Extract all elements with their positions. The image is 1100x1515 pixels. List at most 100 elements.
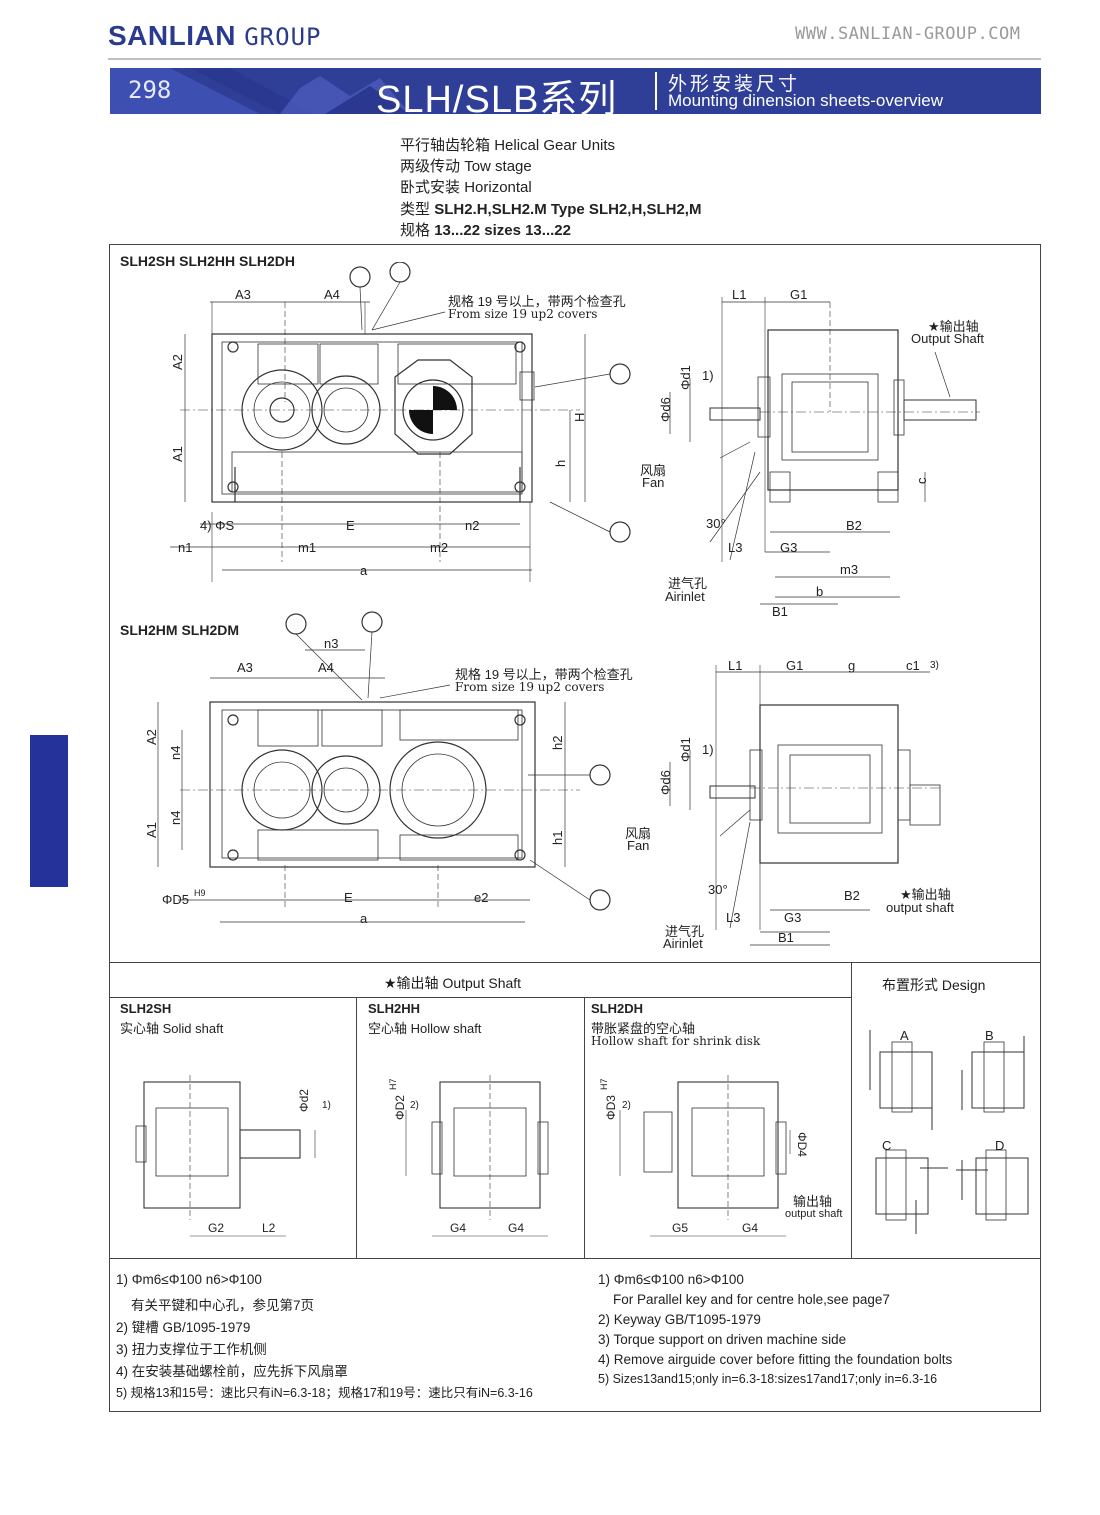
- dim-label: ΦD2: [393, 1095, 407, 1120]
- dim-label: Φd1: [678, 737, 693, 762]
- note-zh-1b: 有关平键和中心孔，参见第7页: [116, 1298, 315, 1313]
- airinlet-label-zh: 进气孔: [665, 924, 705, 939]
- airinlet-label-en: Airinlet: [663, 936, 703, 951]
- dim-label: L3: [728, 540, 742, 555]
- panel-desc-en: Hollow shaft for shrink disk: [591, 1034, 761, 1048]
- note-en-3: 3) Torque support on driven machine side: [598, 1332, 847, 1347]
- dim-label: A1: [144, 822, 159, 838]
- angle-label: 30°: [708, 882, 728, 897]
- dim-label: L3: [726, 910, 740, 925]
- footnote-ref: 3): [930, 660, 939, 671]
- brand-logo: SANLIAN GROUP: [108, 20, 321, 52]
- note-zh-3: 3) 扭力支撑位于工作机侧: [116, 1342, 267, 1357]
- section1-title: SLH2SH SLH2HH SLH2DH: [120, 253, 296, 269]
- section1-drawing: A3 A4 A2 A1 H h 4) ΦS E n2 n1 m1 m2 a L1…: [170, 262, 980, 617]
- section2-drawing: n3 A3 A4 A2 A1 n4 n4 h2 h1 ΦD5 H9 E e2 a…: [144, 611, 941, 946]
- dim-label: h2: [550, 736, 565, 750]
- output-shaft-note-en: output shaft: [785, 1208, 843, 1220]
- panel-code: SLH2DH: [591, 1001, 644, 1016]
- dim-label: 4) ΦS: [200, 518, 235, 533]
- dim-label: A1: [170, 446, 185, 462]
- dim-label: n1: [178, 540, 192, 555]
- dim-label: G4: [508, 1221, 524, 1235]
- dim-label: ΦD3: [604, 1095, 618, 1120]
- note-en-5: 5) Sizes13and15;only in=6.3-18:sizes17an…: [598, 1372, 938, 1386]
- dim-label: n2: [465, 518, 479, 533]
- table-top-rule: [109, 962, 1040, 963]
- dim-label: G2: [208, 1221, 224, 1235]
- dim-label: L1: [728, 658, 742, 673]
- design-label-d: D: [995, 1138, 1004, 1153]
- title-banner: [110, 68, 1041, 114]
- drawing-frame: [109, 244, 1041, 1412]
- airinlet-label-zh: 进气孔: [668, 576, 708, 591]
- dim-label: G3: [780, 540, 797, 555]
- spec-line: 卧式安装 Horizontal: [400, 179, 532, 196]
- dim-label: A2: [144, 729, 159, 745]
- design-arrangements: A B C D: [869, 1028, 1029, 1234]
- note-zh-5: 5) 规格13和15号：速比只有iN=6.3-18；规格17和19号：速比只有i…: [116, 1386, 533, 1400]
- header-rule: [108, 58, 1041, 60]
- output-shaft-label-zh: ★输出轴: [900, 887, 951, 902]
- dim-label: c: [914, 477, 929, 484]
- dim-label: B2: [844, 888, 860, 903]
- table-header-rule: [109, 997, 851, 998]
- table-bottom-rule: [109, 1258, 1040, 1259]
- output-shaft-note-zh: 输出轴: [793, 1194, 833, 1209]
- dim-label: b: [816, 584, 823, 599]
- fan-label-en: Fan: [627, 838, 650, 853]
- panel-desc: 空心轴 Hollow shaft: [368, 1021, 482, 1036]
- side-tab: [30, 735, 68, 887]
- dim-label: E: [346, 518, 355, 533]
- tolerance-label: H7: [388, 1078, 398, 1090]
- table-col-divider: [584, 997, 585, 1259]
- table-col-divider: [356, 997, 357, 1259]
- output-shaft-heading: ★输出轴 Output Shaft: [384, 975, 522, 991]
- panel-desc: 带胀紧盘的空心轴: [591, 1021, 696, 1036]
- dim-label: G5: [672, 1221, 688, 1235]
- inspection-note-zh: 规格 19 号以上，带两个检查孔: [448, 294, 626, 309]
- dim-label: Φd6: [658, 770, 673, 795]
- dim-label: G4: [742, 1221, 758, 1235]
- design-heading: 布置形式 Design: [882, 977, 986, 993]
- output-shaft-label-en: output shaft: [886, 900, 954, 915]
- footnote-ref: 2): [622, 1100, 631, 1111]
- note-zh-1: 1) Φm6≤Φ100 n6>Φ100: [116, 1272, 262, 1287]
- dim-label: G4: [450, 1221, 466, 1235]
- dim-label: Φd6: [658, 397, 673, 422]
- page-number: 298: [128, 76, 172, 104]
- dim-label: ΦD4: [795, 1132, 809, 1157]
- dim-label: n3: [324, 636, 338, 651]
- dim-label: G1: [786, 658, 803, 673]
- series-title: SLH/SLB系列: [376, 79, 618, 121]
- dim-label: H: [572, 413, 587, 422]
- panel-code: SLH2HH: [368, 1001, 421, 1016]
- dim-label: h1: [550, 831, 565, 845]
- dim-label: c1: [906, 658, 920, 673]
- dim-label: a: [360, 563, 368, 578]
- output-shaft-label-zh: ★输出轴: [928, 319, 979, 334]
- dim-label: h: [553, 460, 568, 467]
- dim-label: ΦD5: [162, 892, 189, 907]
- website-url: WWW.SANLIAN-GROUP.COM: [795, 24, 1021, 44]
- spec-line: 两级传动 Tow stage: [400, 158, 532, 175]
- dim-label: A3: [237, 660, 253, 675]
- dim-label: A2: [170, 354, 185, 370]
- note-zh-2: 2) 键槽 GB/1095-1979: [116, 1320, 251, 1335]
- design-label-c: C: [882, 1138, 891, 1153]
- footnote-ref: 1): [702, 742, 714, 757]
- note-en-2: 2) Keyway GB/T1095-1979: [598, 1312, 761, 1327]
- brand-name: SANLIAN: [108, 20, 236, 51]
- angle-label: 30°: [706, 516, 726, 531]
- dim-label: Φd2: [297, 1089, 311, 1112]
- table-col-divider: [851, 962, 852, 1259]
- footnote-ref: 2): [410, 1100, 419, 1111]
- dim-label: n4: [168, 811, 183, 825]
- fan-label-zh: 风扇: [625, 826, 652, 841]
- note-zh-4: 4) 在安装基础螺栓前，应先拆下风扇罩: [116, 1364, 348, 1379]
- dim-label: Φd1: [678, 365, 693, 390]
- spec-line: 平行轴齿轮箱 Helical Gear Units: [400, 137, 616, 154]
- dim-label: L1: [732, 287, 746, 302]
- section2-title: SLH2HM SLH2DM: [120, 622, 240, 638]
- airinlet-label-en: Airinlet: [665, 589, 705, 604]
